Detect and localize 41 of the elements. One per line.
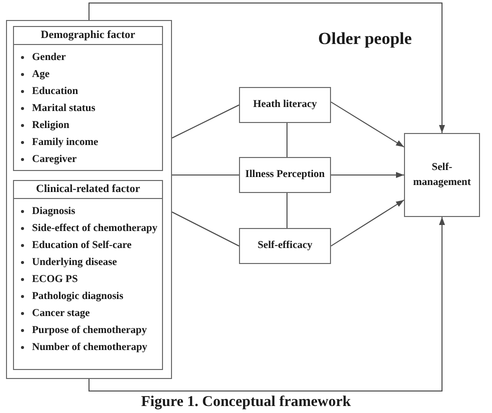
list-item: Cancer stage bbox=[32, 306, 90, 320]
list-item: Gender bbox=[32, 50, 66, 64]
arrow bbox=[330, 172, 404, 178]
box-label: Illness Perception bbox=[245, 168, 325, 182]
list-item: Marital status bbox=[32, 102, 96, 116]
list-item: Age bbox=[32, 68, 50, 82]
list-item: Purpose of chemotherapy bbox=[32, 324, 147, 338]
outer-frame bbox=[6, 20, 172, 379]
list-item: ECOG PS bbox=[32, 272, 78, 286]
panel-heading: Demographic factor bbox=[14, 27, 162, 45]
connector-line bbox=[286, 192, 288, 228]
context-label: Older people bbox=[317, 29, 413, 49]
factor-panel bbox=[13, 26, 163, 171]
list-item: Caregiver bbox=[32, 152, 77, 166]
list-item: Education of Self-care bbox=[32, 238, 132, 252]
connector-line bbox=[286, 122, 288, 158]
list-item: Education bbox=[32, 84, 78, 98]
arrow bbox=[88, 216, 445, 392]
concept-box bbox=[239, 157, 331, 193]
list-item: Number of chemotherapy bbox=[32, 340, 148, 354]
concept-box bbox=[239, 228, 331, 264]
list-item: Religion bbox=[32, 118, 70, 132]
figure-caption: Figure 1. Conceptual framework bbox=[140, 394, 352, 411]
list-item: Diagnosis bbox=[32, 204, 76, 218]
box-label: Self-management bbox=[412, 160, 472, 190]
connector-line bbox=[172, 174, 240, 176]
box-label: Heath literacy bbox=[253, 98, 317, 112]
arrow bbox=[330, 102, 404, 148]
list-item: Underlying disease bbox=[32, 256, 117, 270]
connector-line bbox=[172, 104, 240, 138]
box-label: Self-efficacy bbox=[258, 239, 312, 254]
list-item: Pathologic diagnosis bbox=[32, 290, 124, 304]
arrow bbox=[330, 200, 404, 246]
connector-line bbox=[172, 212, 240, 246]
arrow bbox=[88, 2, 445, 134]
concept-box bbox=[239, 87, 331, 123]
panel-heading: Clinical-related factor bbox=[14, 181, 162, 199]
factor-panel bbox=[13, 180, 163, 370]
concept-box bbox=[404, 133, 480, 217]
list-item: Side-effect of chemotherapy bbox=[32, 222, 158, 236]
list-item: Family income bbox=[32, 136, 98, 150]
